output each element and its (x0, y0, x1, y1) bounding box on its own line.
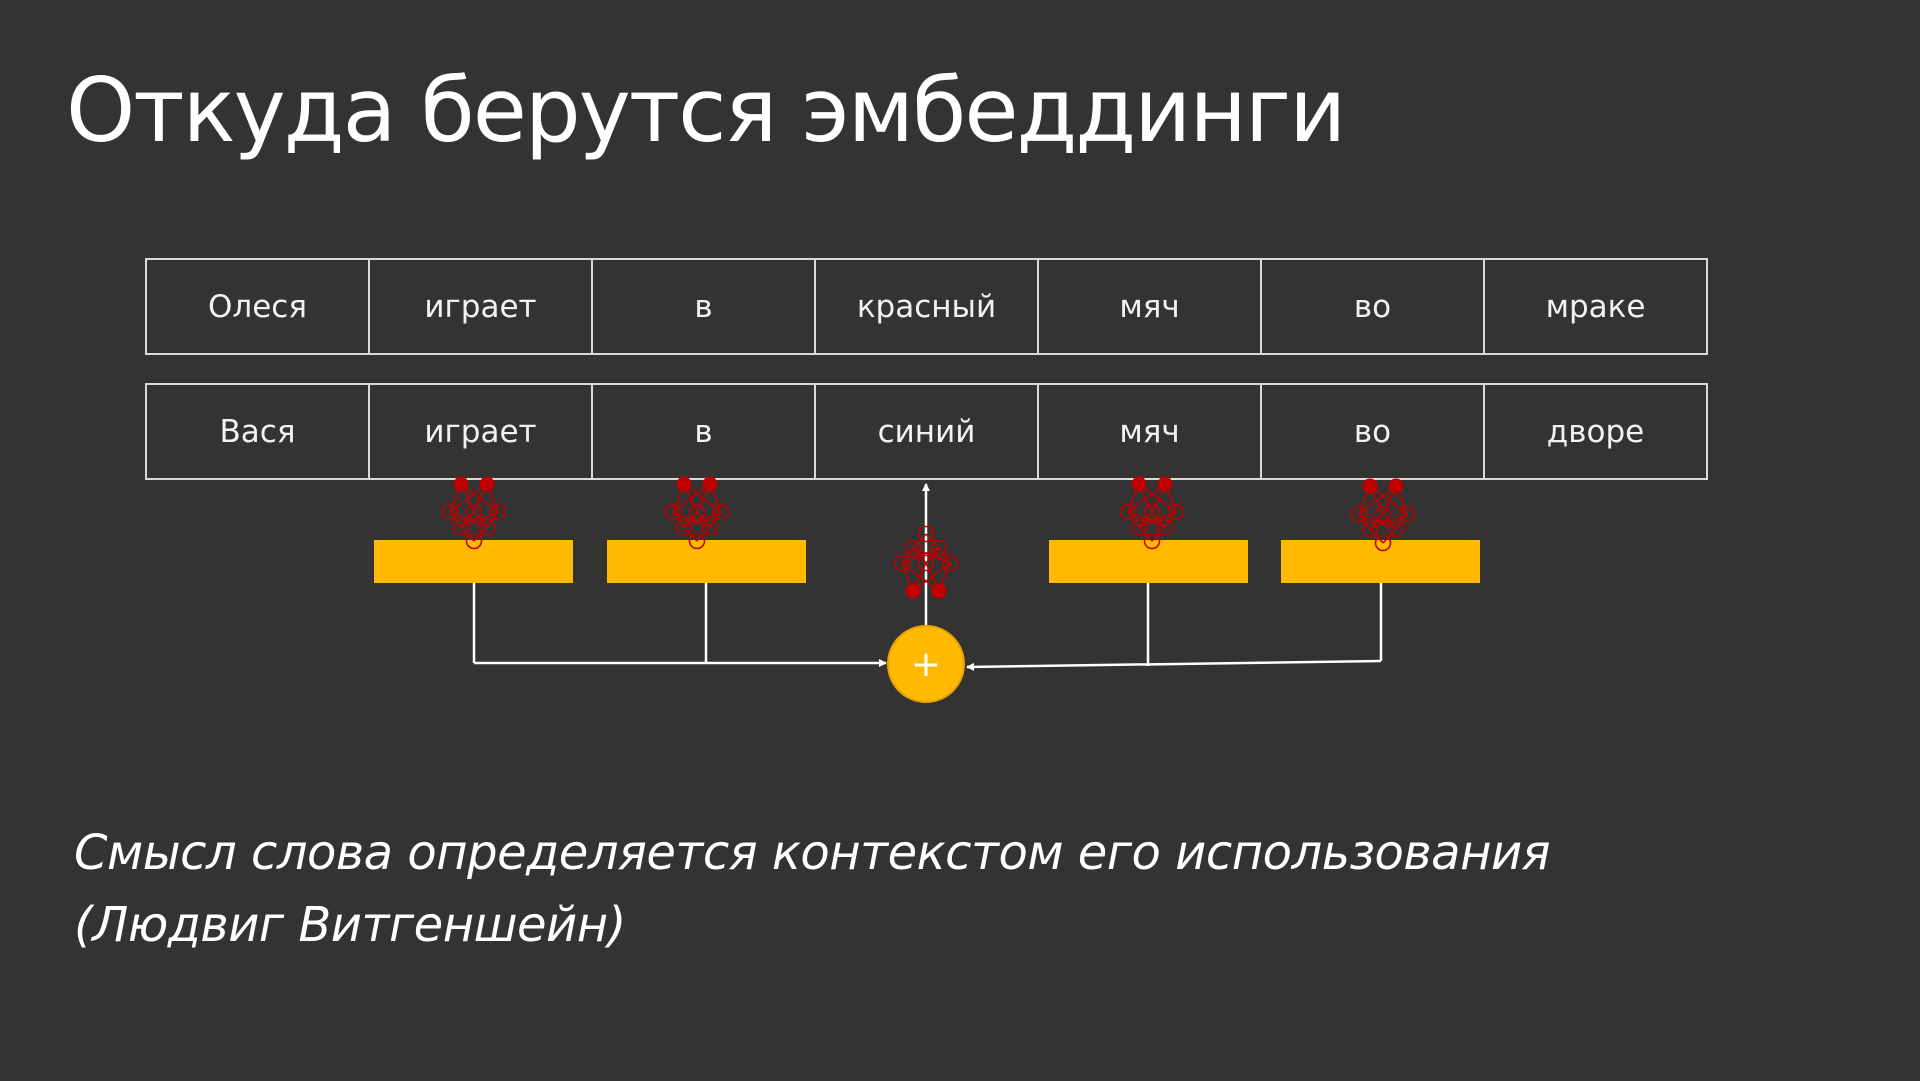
neural-network-icon (664, 475, 730, 550)
word-cell: играет (368, 258, 593, 355)
word-cell: Олеся (145, 258, 370, 355)
word-cell: мяч (1037, 258, 1262, 355)
neural-network-icon (1119, 475, 1185, 550)
word-cell: в (591, 383, 816, 480)
word-cell: во (1260, 258, 1485, 355)
word-cell: мраке (1483, 258, 1708, 355)
quote-text: Смысл слова определяется контекстом его … (74, 825, 1551, 881)
quote-author: (Людвиг Витгеншейн) (74, 897, 626, 953)
sum-node: + (887, 625, 965, 703)
sum-circle (887, 625, 965, 703)
neural-network-icons (441, 475, 1416, 600)
neural-network-icon (1350, 477, 1416, 552)
embedding-bar (374, 540, 573, 583)
neural-network-icon (893, 525, 959, 600)
word-cell: синий (814, 383, 1039, 480)
word-cell: в (591, 258, 816, 355)
embedding-bar (607, 540, 806, 583)
connector-lines (472, 483, 1383, 671)
word-cell: красный (814, 258, 1039, 355)
quote-block: Смысл слова определяется контекстом его … (74, 817, 1551, 961)
word-cell: дворе (1483, 383, 1708, 480)
word-cell: Вася (145, 383, 370, 480)
word-cell: мяч (1037, 383, 1262, 480)
word-cell: во (1260, 383, 1485, 480)
word-cell: играет (368, 383, 593, 480)
sentence-row-1: Олеся играет в красный мяч во мраке (145, 258, 1708, 355)
embedding-bar (1281, 540, 1480, 583)
neural-network-icon (441, 475, 507, 550)
embedding-bars (374, 540, 1480, 583)
sentence-row-2: Вася играет в синий мяч во дворе (145, 383, 1708, 480)
plus-icon: + (911, 644, 941, 685)
embedding-bar (1049, 540, 1248, 583)
slide-title: Откуда берутся эмбеддинги (66, 59, 1346, 162)
